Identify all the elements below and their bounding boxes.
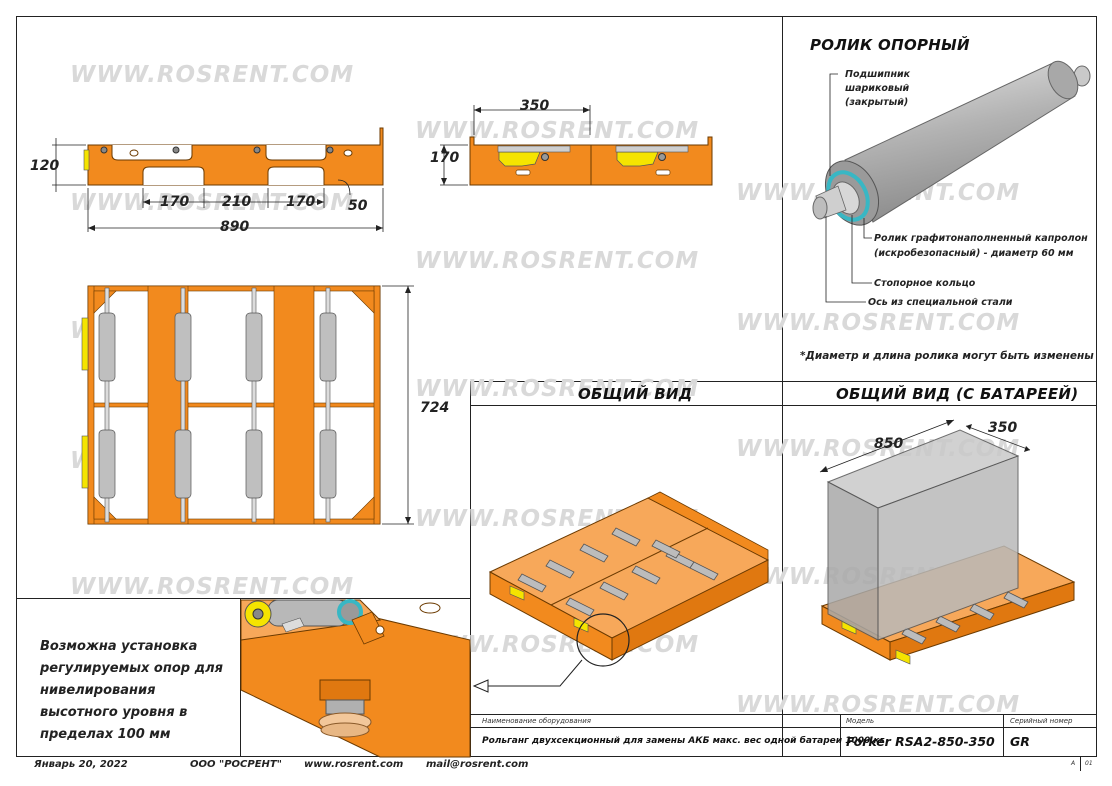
label-roller-line2: (искробезопасный) - диаметр 60 мм	[874, 248, 1074, 259]
divider-views	[470, 381, 1097, 382]
label-axis: Ось из специальной стали	[868, 297, 1013, 308]
divider-note-box	[16, 598, 471, 599]
dim-plan-depth: 724	[420, 400, 450, 416]
adjustable-feet-note: Возможна установка регулируемых опор для…	[40, 639, 223, 742]
sheet-number: 01	[1085, 760, 1093, 767]
watermark: WWW.ROSRENT.COM	[70, 574, 355, 600]
dim-front-width: 350	[520, 98, 550, 114]
serial-value: GR	[1010, 734, 1030, 749]
roller-title: РОЛИК ОПОРНЫЙ	[810, 36, 970, 54]
title-block-mid	[470, 727, 1097, 728]
dim-gap-c: 170	[286, 194, 316, 210]
drawing-frame	[16, 16, 1097, 757]
dim-battery-width: 350	[988, 420, 1018, 436]
watermark: WWW.ROSRENT.COM	[70, 62, 355, 88]
dim-gap-a: 170	[160, 194, 190, 210]
watermark: WWW.ROSRENT.COM	[415, 118, 700, 144]
divider-general	[470, 381, 471, 757]
dim-front-height: 170	[430, 150, 460, 166]
footer-date: Январь 20, 2022	[34, 759, 128, 770]
model-value: Forker RSA2-850-350	[846, 734, 995, 749]
label-bearing-line2: шариковый	[845, 83, 910, 94]
sheet-divider	[1080, 757, 1081, 771]
dim-battery-length: 850	[874, 436, 904, 452]
divider-right	[782, 16, 783, 757]
divider-views-title	[470, 405, 1097, 406]
dim-gap-b: 210	[222, 194, 252, 210]
footer-mail-link[interactable]: mail@rosrent.com	[426, 759, 529, 770]
label-bearing-line1: Подшипник	[845, 69, 911, 80]
dim-total-length: 890	[220, 219, 250, 235]
watermark: WWW.ROSRENT.COM	[415, 376, 700, 402]
dim-corner: 50	[348, 198, 368, 214]
sheet-format: A	[1071, 760, 1076, 767]
watermark: WWW.ROSRENT.COM	[736, 692, 1021, 718]
label-roller-line1: Ролик графитонаполненный капролон	[874, 233, 1088, 244]
model-head: Модель	[846, 717, 875, 725]
general-view-title: ОБЩИЙ ВИД	[578, 385, 693, 403]
watermark: WWW.ROSRENT.COM	[415, 248, 700, 274]
title-block-top	[470, 714, 1097, 715]
label-ring: Стопорное кольцо	[874, 278, 976, 289]
roller-footnote: *Диаметр и длина ролика могут быть измен…	[800, 350, 1094, 362]
serial-head: Серийный номер	[1010, 717, 1073, 725]
title-block-col1	[840, 714, 841, 757]
label-bearing-line3: (закрытый)	[845, 97, 909, 108]
footer-site-link[interactable]: www.rosrent.com	[304, 759, 404, 770]
equipment-value: Рольганг двухсекционный для замены АКБ м…	[482, 736, 885, 746]
dim-height-side: 120	[30, 158, 60, 174]
footer-company: ООО "РОСРЕНТ"	[190, 759, 282, 770]
watermark: WWW.ROSRENT.COM	[70, 190, 355, 216]
watermark: WWW.ROSRENT.COM	[736, 310, 1021, 336]
battery-view-title: ОБЩИЙ ВИД (С БАТАРЕЕЙ)	[836, 385, 1079, 403]
title-block-col2	[1003, 714, 1004, 757]
equipment-head: Наименование оборудования	[482, 717, 591, 725]
